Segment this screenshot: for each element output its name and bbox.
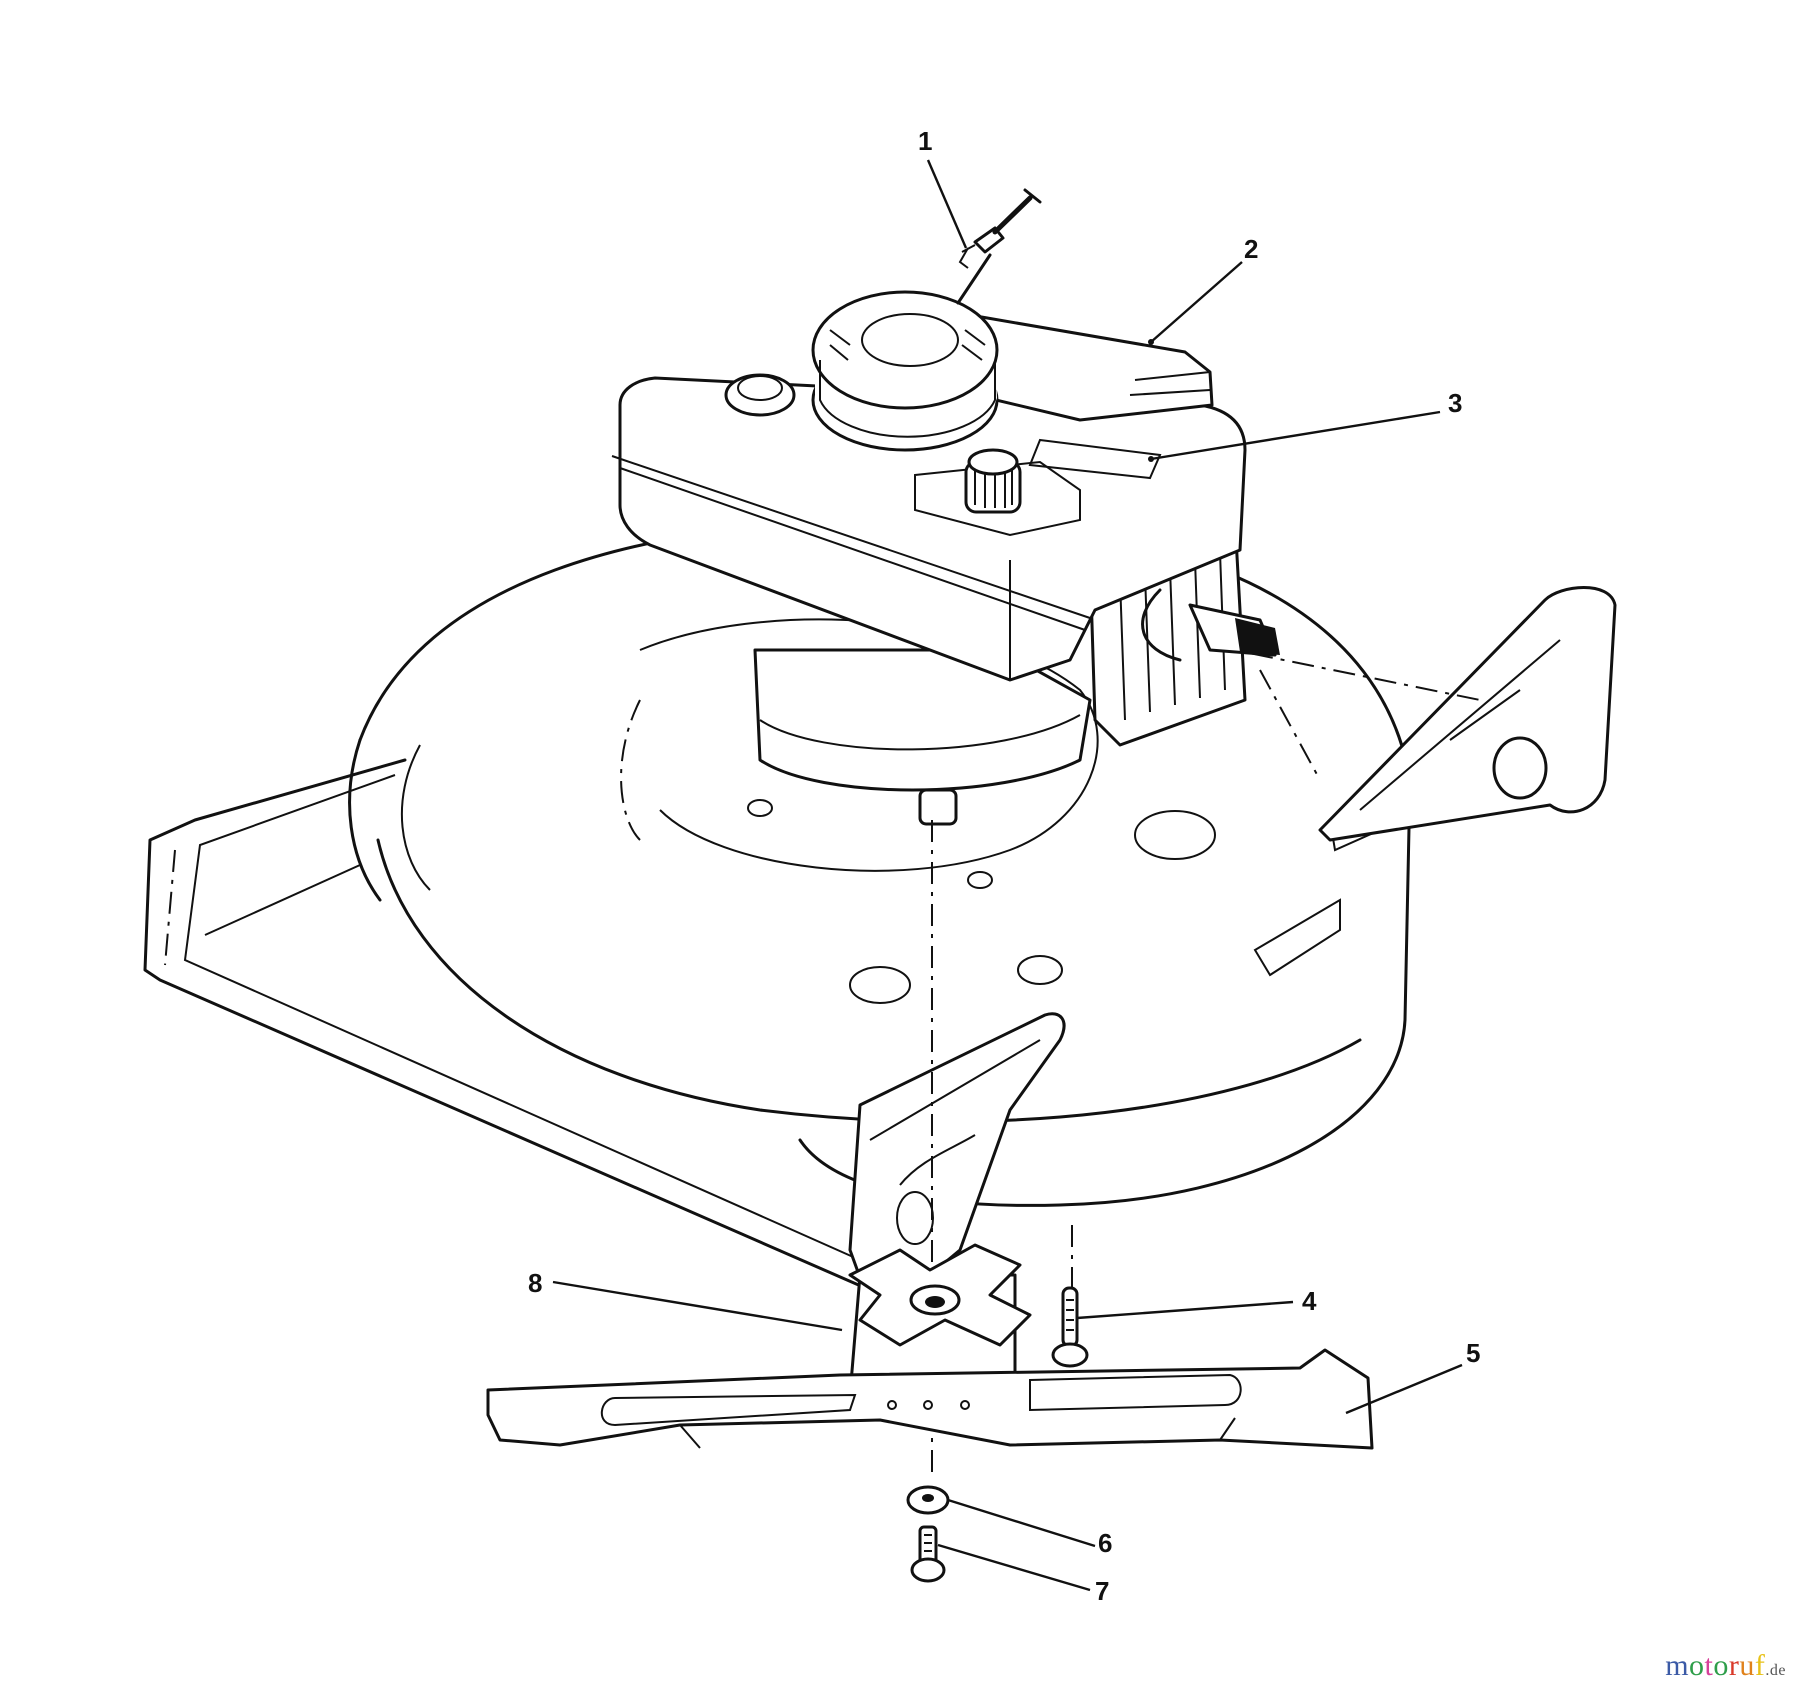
rear-handle-bracket [143, 744, 872, 1292]
watermark-letter: o [1713, 1649, 1729, 1682]
engine [611, 290, 1280, 826]
rear-height-adjuster [1209, 586, 1617, 842]
callout-3: 3 [1448, 388, 1463, 418]
mower-blade [486, 1348, 1374, 1450]
watermark-logo: motoruf.de [1665, 1649, 1786, 1683]
callout-5: 5 [1466, 1338, 1481, 1368]
watermark-letter: f [1754, 1649, 1766, 1682]
callout-6: 6 [1098, 1528, 1113, 1558]
callout-7: 7 [1095, 1576, 1110, 1606]
callout-1: 1 [918, 126, 933, 156]
watermark-letter: o [1689, 1649, 1705, 1682]
deck-bolt [1051, 1286, 1089, 1368]
watermark-letter: r [1728, 1649, 1740, 1682]
blade-adapter [848, 1243, 1032, 1397]
watermark-suffix: .de [1765, 1662, 1786, 1679]
blade-bolt [910, 1525, 946, 1583]
callout-4: 4 [1302, 1286, 1317, 1316]
callout-2: 2 [1244, 234, 1259, 264]
callout-8: 8 [528, 1268, 543, 1298]
watermark-letter: t [1704, 1649, 1714, 1682]
throttle-cable [956, 188, 1042, 305]
watermark-letter: u [1739, 1649, 1755, 1682]
washer [906, 1485, 950, 1515]
leader-lines [552, 159, 1463, 1592]
watermark-letter: m [1665, 1649, 1690, 1682]
